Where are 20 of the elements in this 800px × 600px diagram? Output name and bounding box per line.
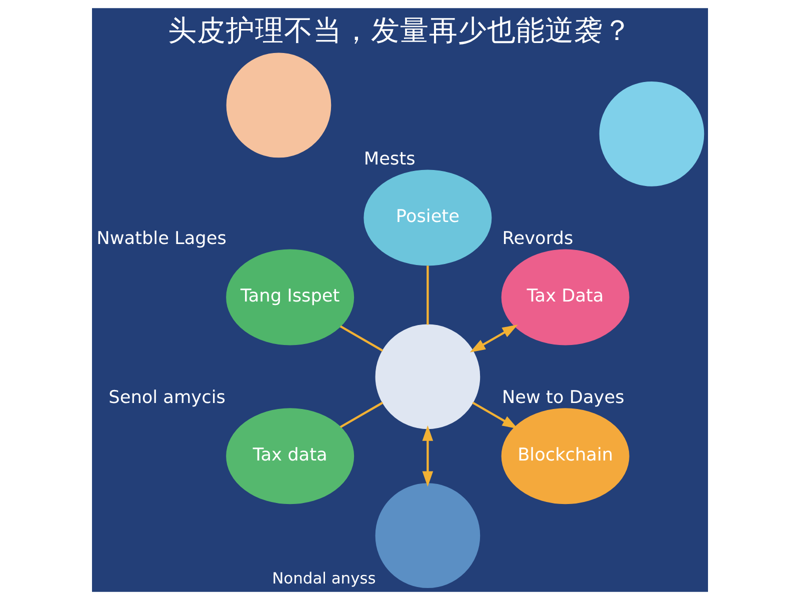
connector	[426, 266, 429, 325]
arrow	[472, 402, 518, 429]
node-circle	[599, 82, 704, 186]
node-circle	[226, 52, 332, 158]
node-label: New to Dayes	[502, 388, 624, 408]
diagram-title: 头皮护理不当，发量再少也能逆袭？	[168, 12, 632, 47]
connector	[340, 325, 384, 352]
node-label: Nondal anyss	[272, 569, 376, 588]
node-label: Senol amycis	[108, 388, 226, 408]
node-circle	[375, 324, 480, 430]
node-label: Nwatble Lages	[96, 229, 226, 250]
node-label: Mests	[364, 150, 416, 170]
connector	[340, 402, 384, 428]
node-circle	[375, 483, 480, 588]
node-ellipse: Tang Isspet	[226, 249, 354, 346]
arrow	[470, 324, 518, 352]
arrow	[422, 425, 434, 487]
node-ellipse: Tax data	[226, 408, 354, 504]
node-label: Revords	[502, 229, 574, 250]
node-ellipse: Posiete	[364, 170, 492, 266]
